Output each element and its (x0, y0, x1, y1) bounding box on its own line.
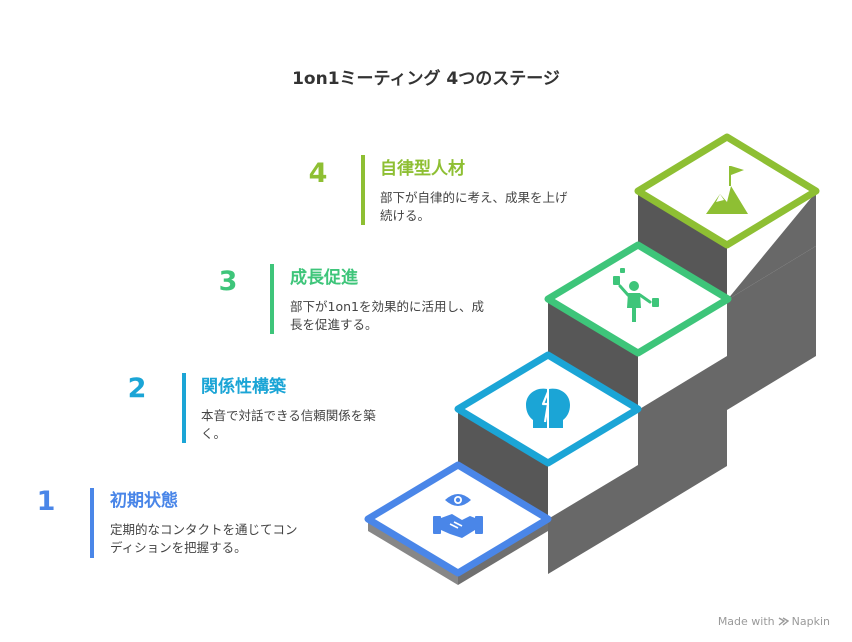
stage-4-number: 4 (308, 158, 328, 189)
riser-3-4 (727, 246, 816, 410)
stage-1-bar (90, 488, 94, 558)
riser-1-2 (548, 465, 638, 574)
stage-3-number: 3 (218, 266, 238, 297)
step-2-side (458, 409, 548, 519)
made-with-label: Made with (717, 615, 775, 628)
juggling-person-icon (613, 268, 659, 322)
stage-1-number: 1 (36, 486, 56, 517)
stage-2-description: 本音で対話できる信頼関係を築 く。 (201, 408, 376, 441)
step-4-side (638, 191, 727, 300)
stage-1-description: 定期的なコンタクトを通じてコン ディションを把握する。 (110, 522, 298, 555)
riser-top (727, 192, 816, 300)
stage-2-heading: 関係性構築 (201, 377, 286, 397)
napkin-logo-icon (778, 617, 789, 626)
stage-3-bar (270, 264, 274, 334)
stage-2-bar (182, 373, 186, 443)
stage-3-description: 部下が1on1を効果的に活用し、成 長を促進する。 (290, 299, 484, 332)
stage-4-description: 部下が自律的に考え、成果を上げ 続ける。 (380, 190, 568, 223)
page-title: 1on1ミーティング 4つのステージ (292, 69, 560, 89)
stage-1-heading: 初期状態 (110, 491, 178, 511)
mountain-flag-icon (706, 166, 748, 214)
napkin-brand: Napkin (791, 615, 830, 628)
stage-3-heading: 成長促進 (290, 268, 358, 288)
made-with-napkin-footer: Made with Napkin (718, 615, 830, 628)
step-4-top (634, 133, 820, 249)
eye-handshake-icon (433, 494, 483, 538)
stage-4-heading: 自律型人材 (380, 159, 465, 179)
riser-2-3 (638, 356, 727, 520)
two-heads-icon (526, 388, 570, 428)
stage-2-number: 2 (127, 373, 147, 404)
stage-4-bar (361, 155, 365, 225)
step-3-side (548, 299, 638, 410)
